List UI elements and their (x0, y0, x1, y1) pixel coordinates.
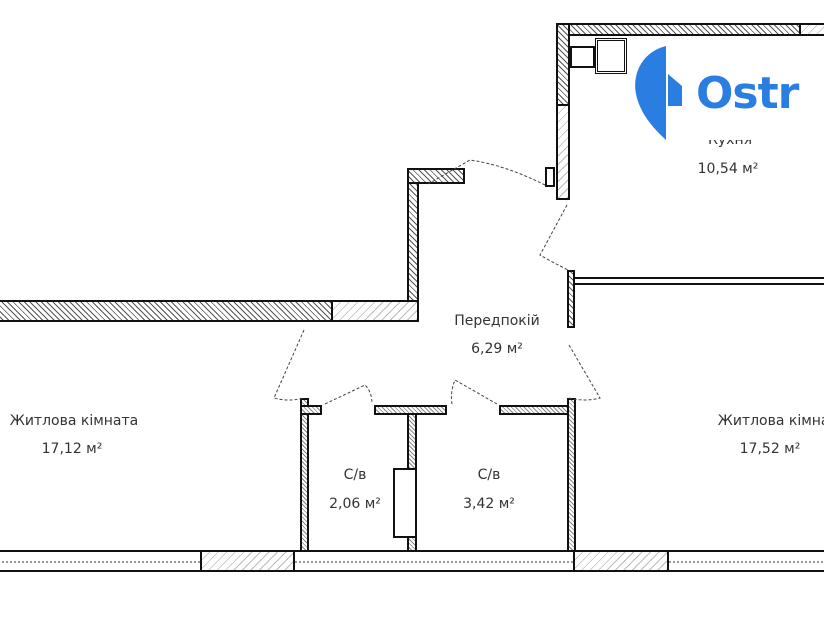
bath1-door[interactable] (324, 384, 373, 405)
living-room-top-wall-light (331, 300, 419, 322)
logo-text: Ostr (696, 67, 799, 119)
kitchen-door[interactable] (539, 204, 569, 271)
bath1-top-stub (300, 405, 322, 415)
kitchen-vent (545, 167, 555, 187)
room-area-living-1: 17,12 м² (41, 441, 103, 457)
room-name-living-2: Житлова кімната (717, 413, 824, 429)
kitchen-top-wall-window (799, 23, 824, 36)
room-area-living-2: 17,52 м² (739, 441, 801, 457)
entry-door[interactable] (427, 159, 546, 186)
right-room-top-wall (573, 277, 824, 285)
room-name-living-1: Житлова кімната (9, 413, 139, 429)
room-area-bath-2: 3,42 м² (463, 496, 515, 512)
bottom-wall-middle (293, 550, 575, 572)
corridor-top-stub (407, 168, 465, 184)
room-name-bath-1: С/в (343, 467, 367, 483)
room-area-bath-1: 2,06 м² (329, 496, 381, 512)
room-name-bath-2: С/в (477, 467, 501, 483)
room-name-kitchen: Кухня (707, 140, 753, 148)
brand-logo: Ostr (632, 44, 799, 142)
right-room-door[interactable] (568, 344, 601, 401)
corridor-right-wall (567, 270, 575, 328)
bath2-door[interactable] (450, 379, 498, 405)
room-name-hallway: Передпокій (454, 313, 540, 329)
room-area-kitchen: 10,54 м² (697, 161, 759, 177)
room-area-hallway: 6,29 м² (471, 341, 523, 357)
kitchen-stove (595, 38, 627, 74)
logo-mark-icon (635, 46, 682, 140)
kitchen-name-clip: Кухня (680, 140, 780, 152)
living-room-door[interactable] (273, 329, 305, 401)
kitchen-left-window (556, 104, 570, 200)
kitchen-counter (570, 46, 595, 68)
bath-shaft (393, 468, 417, 538)
bottom-wall-right (667, 550, 824, 572)
